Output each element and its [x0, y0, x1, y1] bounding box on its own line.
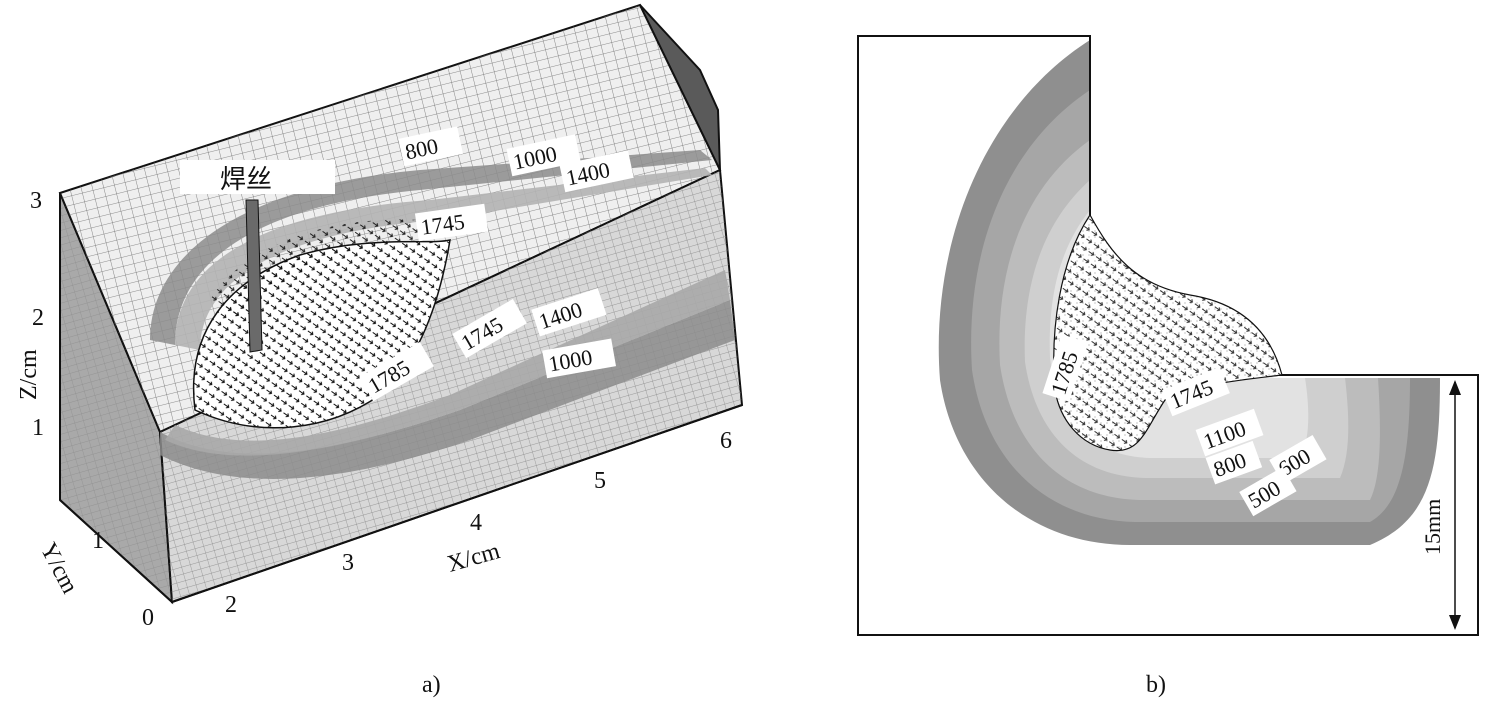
panel-b-cross-section: 1785 1745 1100 800 600 500 15mm: [857, 35, 1479, 698]
contour-label-section-1000: 1000: [542, 338, 617, 379]
panel-a-3d-weld-pool: 焊丝 800 1000 1400 1745 1785 1745: [16, 3, 744, 698]
caption-b: b): [1146, 672, 1166, 698]
top-band-800: [150, 150, 712, 345]
dimension-15mm: 15mm: [1420, 380, 1461, 630]
caption-a: a): [422, 672, 441, 698]
z-axis-label: Z/cm: [16, 349, 42, 400]
wire-label-box: 焊丝: [180, 160, 335, 194]
x-tick-6: 6: [720, 428, 732, 454]
wire-label: 焊丝: [220, 165, 272, 194]
z-tick-2: 2: [32, 305, 44, 331]
dimension-label: 15mm: [1420, 499, 1445, 555]
top-band-1400: [175, 168, 712, 350]
y-tick-0: 0: [142, 605, 154, 631]
z-tick-1: 1: [32, 415, 44, 441]
y-axis-label: Y/cm: [35, 539, 83, 599]
x-tick-2: 2: [225, 592, 237, 618]
contour-label-top-1745: 1745: [414, 203, 489, 242]
svg-text:1745: 1745: [419, 209, 466, 240]
z-tick-3: 3: [30, 188, 42, 214]
x-tick-5: 5: [594, 468, 606, 494]
y-tick-1: 1: [92, 528, 104, 554]
contour-label-top-800: 800: [398, 126, 463, 167]
contour-label-top-1400: 1400: [559, 150, 634, 193]
x-tick-3: 3: [342, 550, 354, 576]
back-face: [639, 4, 721, 171]
x-tick-4: 4: [470, 510, 482, 536]
x-axis-label: X/cm: [444, 538, 503, 578]
welding-wire: [245, 199, 263, 353]
section-band-1000: [160, 300, 735, 479]
